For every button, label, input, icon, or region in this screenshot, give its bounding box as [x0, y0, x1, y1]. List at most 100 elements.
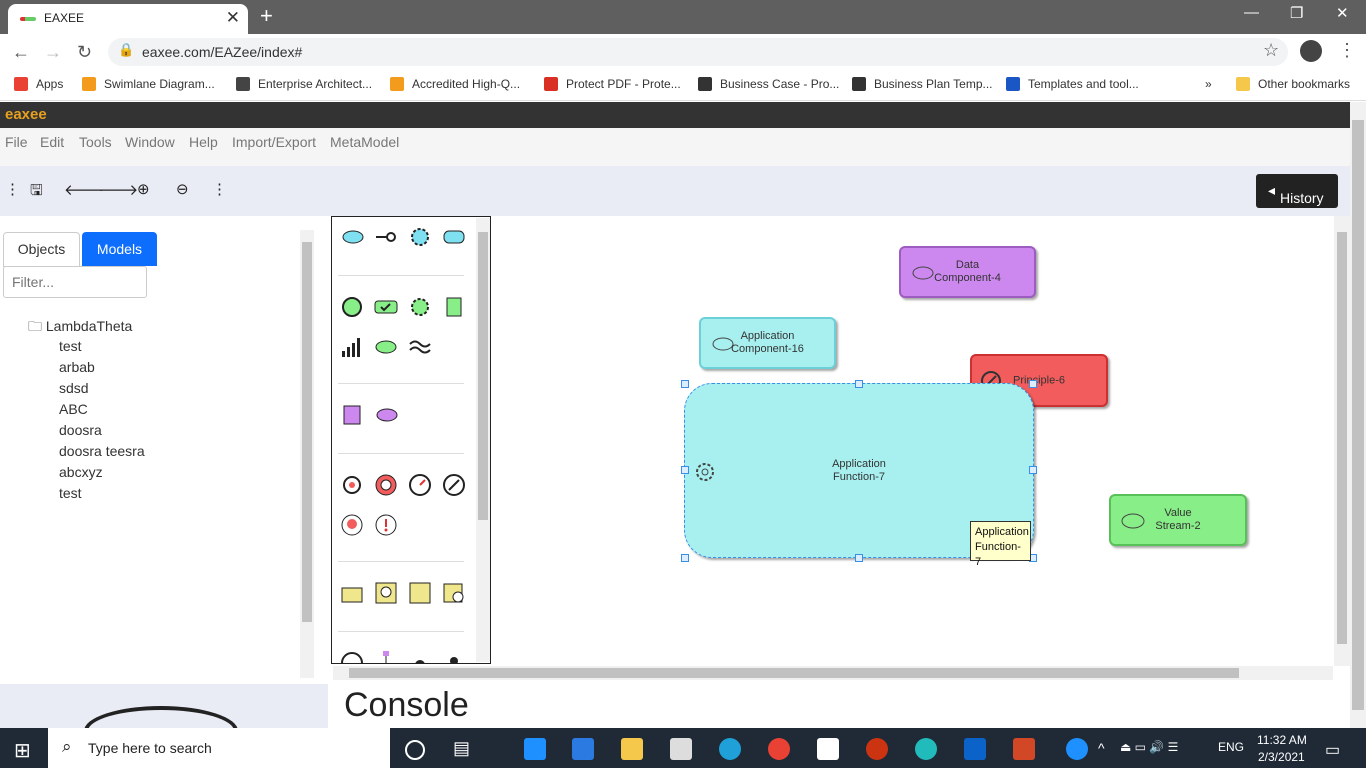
target-icon[interactable] — [374, 473, 398, 497]
principle-icon[interactable] — [442, 473, 466, 497]
close-tab-icon[interactable]: ✕ — [225, 8, 240, 27]
menu-tools[interactable]: Tools — [79, 134, 112, 150]
redo-icon[interactable]: 🡒 — [98, 182, 139, 199]
filter-input[interactable] — [3, 266, 147, 298]
canvas-vertical-scrollbar[interactable] — [1334, 216, 1350, 666]
browser-menu-icon[interactable]: ⋮ — [1338, 40, 1356, 60]
other-bookmarks[interactable]: Other bookmarks — [1236, 77, 1350, 91]
new-tab-button[interactable]: + — [260, 3, 273, 28]
security-app-icon[interactable] — [866, 738, 888, 760]
stakeholder-icon[interactable] — [374, 581, 398, 605]
canvas-horizontal-scrollbar[interactable] — [333, 666, 1333, 680]
folder-motivation-icon[interactable] — [340, 581, 364, 605]
gear-icon[interactable] — [408, 225, 432, 249]
node-principle[interactable]: Principle-6 — [970, 354, 1108, 407]
chrome-icon[interactable] — [768, 738, 790, 760]
menu-metamodel[interactable]: MetaModel — [330, 134, 400, 150]
tree-item[interactable]: ABC — [59, 401, 88, 417]
amazon-icon[interactable] — [817, 738, 839, 760]
profile-avatar[interactable] — [1300, 40, 1322, 62]
back-icon[interactable]: ← — [12, 42, 30, 62]
business-event-icon[interactable] — [374, 295, 398, 319]
selection-handle[interactable] — [681, 380, 689, 388]
scrollbar-thumb[interactable] — [1337, 232, 1347, 644]
tree-item[interactable]: test — [59, 338, 82, 354]
left-panel-scrollbar[interactable] — [300, 230, 314, 678]
actor-icon[interactable] — [442, 649, 466, 663]
minimize-icon[interactable]: — — [1244, 4, 1259, 21]
selection-handle[interactable] — [681, 554, 689, 562]
scrollbar-thumb[interactable] — [1352, 120, 1364, 710]
bookmark-enterprise[interactable]: Enterprise Architect... — [236, 77, 372, 91]
tree-item[interactable]: doosra teesra — [59, 443, 145, 459]
language-indicator[interactable]: ENG — [1218, 740, 1245, 754]
zoom-in-icon[interactable]: ⊕ — [137, 181, 150, 198]
outlook-icon[interactable] — [964, 738, 986, 760]
palette-scrollbar[interactable] — [476, 218, 490, 662]
page-scrollbar[interactable] — [1350, 102, 1366, 728]
value-stream-icon[interactable] — [374, 335, 398, 359]
app-icon[interactable] — [915, 738, 937, 760]
address-bar[interactable] — [108, 38, 1288, 66]
drag-handle-icon[interactable]: ⋮ — [5, 181, 20, 198]
clock-time[interactable]: 11:32 AM — [1257, 733, 1307, 747]
bookmark-accredited[interactable]: Accredited High-Q... — [390, 77, 520, 91]
more-options-icon[interactable]: ⋮ — [212, 181, 227, 198]
gear-green-icon[interactable] — [408, 295, 432, 319]
bookmark-templates[interactable]: Templates and tool... — [1006, 77, 1139, 91]
signal-bars-icon[interactable] — [340, 335, 364, 359]
save-icon[interactable]: 🖫 — [30, 182, 43, 199]
undo-icon[interactable]: 🡐 — [64, 182, 105, 199]
bookmark-business-plan[interactable]: Business Plan Temp... — [852, 77, 993, 91]
zoom-out-icon[interactable]: ⊖ — [176, 181, 189, 198]
close-window-icon[interactable]: ✕ — [1336, 5, 1349, 22]
tray-chevron-icon[interactable]: ^ — [1098, 740, 1105, 756]
windows-start-icon[interactable]: ⊞ — [14, 740, 31, 762]
browser-tab[interactable]: EAXEE ✕ — [8, 4, 248, 34]
reload-icon[interactable]: ↻ — [77, 42, 93, 62]
menu-edit[interactable]: Edit — [40, 134, 65, 150]
tree-item[interactable]: doosra — [59, 422, 102, 438]
cortana-icon[interactable] — [405, 740, 425, 760]
app-interface-icon[interactable] — [340, 225, 364, 249]
tree-item[interactable]: abcxyz — [59, 464, 103, 480]
data-component-icon[interactable] — [374, 403, 398, 427]
selection-handle[interactable] — [855, 554, 863, 562]
app-service-icon[interactable] — [442, 225, 466, 249]
edge-icon[interactable] — [719, 738, 741, 760]
process-cycle-icon[interactable] — [340, 295, 364, 319]
wave-icon[interactable] — [408, 335, 432, 359]
tray-system-icons[interactable]: ⏏ ▭ 🔊 ☰ — [1120, 740, 1179, 754]
network-icon[interactable] — [374, 649, 398, 663]
globe-icon[interactable] — [340, 649, 364, 663]
bookmark-apps[interactable]: Apps — [14, 77, 63, 91]
menu-file[interactable]: File — [5, 134, 28, 150]
selection-handle[interactable] — [681, 466, 689, 474]
tree-item[interactable]: arbab — [59, 359, 95, 375]
bookmark-business-case[interactable]: Business Case - Pro... — [698, 77, 839, 91]
helm-icon[interactable] — [340, 473, 364, 497]
award-icon[interactable] — [340, 513, 364, 537]
bookmark-star-icon[interactable]: ☆ — [1263, 40, 1280, 60]
more-bookmarks-icon[interactable]: » — [1205, 77, 1212, 91]
scrollbar-thumb[interactable] — [302, 242, 312, 622]
bookmark-swimlane[interactable]: Swimlane Diagram... — [82, 77, 215, 91]
selection-handle[interactable] — [1029, 466, 1037, 474]
tab-models[interactable]: Models — [82, 232, 157, 266]
notifications-icon[interactable]: ▭ — [1325, 742, 1341, 759]
scrollbar-thumb[interactable] — [478, 232, 488, 520]
restore-icon[interactable]: ❐ — [1290, 5, 1304, 22]
clock-date[interactable]: 2/3/2021 — [1258, 750, 1305, 764]
forward-icon[interactable]: → — [44, 42, 62, 62]
task-view-icon[interactable]: ▤ — [453, 738, 471, 758]
history-button[interactable]: ◂ History — [1256, 174, 1338, 208]
mail-icon[interactable] — [572, 738, 594, 760]
selection-handle[interactable] — [1029, 380, 1037, 388]
tree-item[interactable]: test — [59, 485, 82, 501]
bookmark-protect-pdf[interactable]: Protect PDF - Prote... — [544, 77, 681, 91]
menu-window[interactable]: Window — [125, 134, 175, 150]
